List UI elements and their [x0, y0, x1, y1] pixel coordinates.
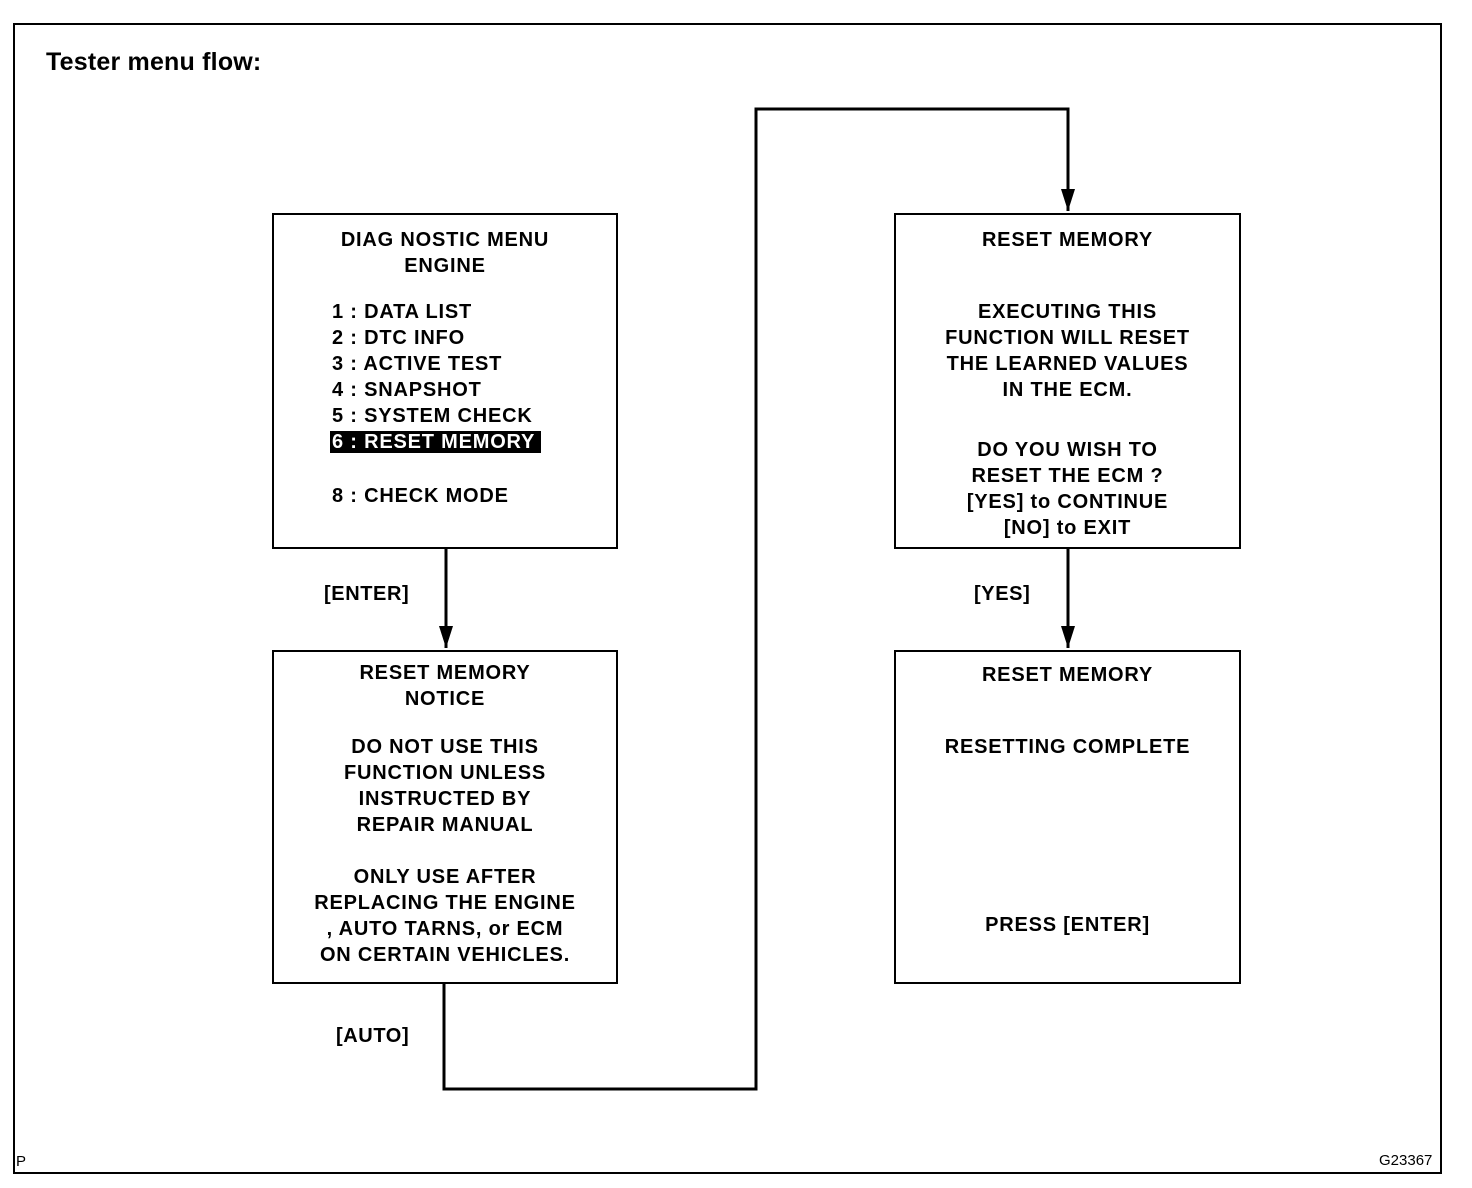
complete-press-enter[interactable]: PRESS [ENTER] [985, 914, 1150, 936]
confirm-no-option[interactable]: [NO] to EXIT [1003, 517, 1132, 539]
complete-status: RESETTING COMPLETE [944, 736, 1191, 758]
figure-code: G23367 [1379, 1152, 1433, 1169]
notice-text-line: ON CERTAIN VEHICLES. [319, 944, 571, 966]
label-auto: [AUTO] [336, 1025, 410, 1047]
confirm-text-line: IN THE ECM. [1002, 379, 1133, 401]
menu-item-snapshot[interactable]: 4 : SNAPSHOT [332, 379, 482, 401]
arrow-auto [442, 107, 1070, 1091]
label-yes: [YES] [974, 583, 1031, 605]
reset-complete-box: RESET MEMORY RESETTING COMPLETE PRESS [E… [894, 650, 1241, 984]
reset-notice-box: RESET MEMORY NOTICE DO NOT USE THIS FUNC… [272, 650, 618, 984]
diagram-title: Tester menu flow: [46, 48, 262, 76]
confirm-title: RESET MEMORY [981, 229, 1154, 251]
reset-confirm-box: RESET MEMORY EXECUTING THIS FUNCTION WIL… [894, 213, 1241, 549]
confirm-text-line: FUNCTION WILL RESET [945, 327, 1190, 349]
notice-text-line: REPAIR MANUAL [356, 814, 534, 836]
menu-item-reset-memory-selected[interactable]: 6 : RESET MEMORY [330, 431, 542, 453]
confirm-yes-option[interactable]: [YES] to CONTINUE [966, 491, 1169, 513]
footer-left-mark: P [16, 1153, 27, 1170]
notice-subtitle: NOTICE [404, 688, 486, 710]
notice-title: RESET MEMORY [359, 662, 531, 684]
notice-text-line: ONLY USE AFTER [353, 866, 537, 888]
menu-item-data-list[interactable]: 1 : DATA LIST [332, 301, 473, 323]
confirm-text-line: EXECUTING THIS [978, 301, 1157, 323]
label-enter: [ENTER] [324, 583, 410, 605]
menu-item-system-check[interactable]: 5 : SYSTEM CHECK [332, 405, 533, 427]
notice-text-line: DO NOT USE THIS [351, 736, 539, 758]
menu-item-active-test[interactable]: 3 : ACTIVE TEST [332, 353, 503, 375]
menu-subtitle: ENGINE [404, 255, 486, 277]
menu-item-check-mode[interactable]: 8 : CHECK MODE [332, 485, 509, 507]
menu-title: DIAG NOSTIC MENU [340, 229, 550, 251]
notice-text-line: REPLACING THE ENGINE [314, 892, 576, 914]
notice-text-line: FUNCTION UNLESS [344, 762, 546, 784]
confirm-question-line: RESET THE ECM ? [971, 465, 1164, 487]
complete-title: RESET MEMORY [981, 664, 1154, 686]
diagnostic-menu-box: DIAG NOSTIC MENU ENGINE 1 : DATA LIST 2 … [272, 213, 618, 549]
confirm-question-line: DO YOU WISH TO [977, 439, 1158, 461]
notice-text-line: , AUTO TARNS, or ECM [326, 918, 564, 940]
menu-item-dtc-info[interactable]: 2 : DTC INFO [332, 327, 465, 349]
confirm-text-line: THE LEARNED VALUES [946, 353, 1189, 375]
notice-text-line: INSTRUCTED BY [358, 788, 532, 810]
diagram-frame [13, 23, 1442, 1174]
